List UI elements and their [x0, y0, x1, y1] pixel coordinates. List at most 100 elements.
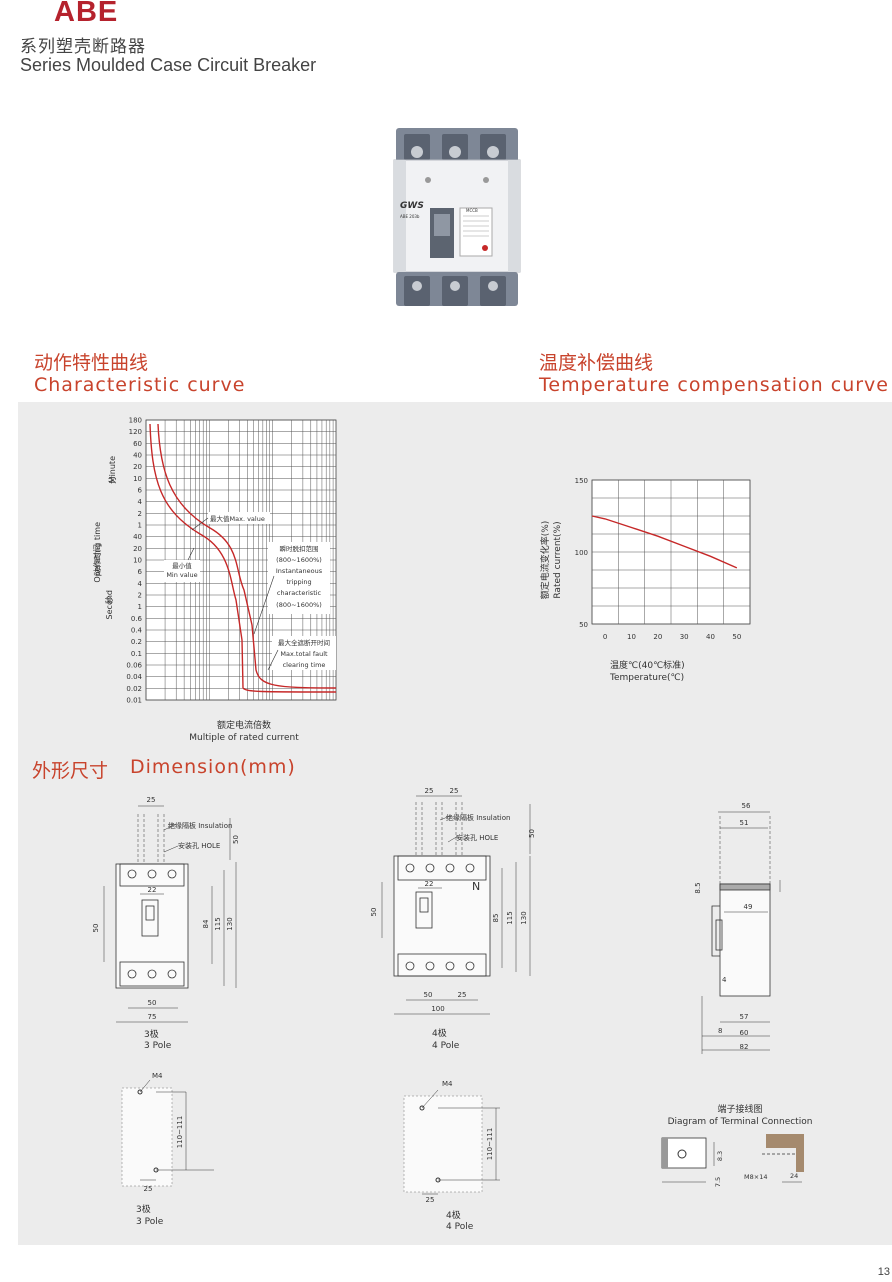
svg-text:4极: 4极 [432, 1027, 447, 1039]
brand-title: ABE [54, 0, 119, 28]
svg-text:60: 60 [740, 1029, 749, 1037]
svg-text:75: 75 [148, 1013, 157, 1021]
temp-x-tick: 0 [603, 633, 607, 641]
char-curve-title-cn: 动作特性曲线 [34, 352, 149, 374]
svg-text:最大全遮断开时间: 最大全遮断开时间 [278, 638, 330, 647]
temp-y-tick: 50 [579, 621, 588, 629]
svg-text:Max.total fault: Max.total fault [280, 650, 328, 658]
temp-x-tick: 50 [732, 633, 741, 641]
svg-text:最大值Max. value: 最大值Max. value [210, 514, 265, 523]
dimension-side-view: 56 51 8.5 49 4 57 8 60 82 [694, 802, 781, 1054]
svg-text:clearing time: clearing time [283, 661, 326, 669]
dimension-title-en: Dimension(mm) [130, 756, 296, 778]
svg-text:安装孔 HOLE: 安装孔 HOLE [456, 833, 498, 842]
char-y-tick: 6 [138, 568, 143, 576]
series-title-en: Series Moulded Case Circuit Breaker [20, 55, 317, 75]
svg-text:130: 130 [226, 917, 234, 930]
product-logo: GWS [400, 201, 424, 211]
svg-text:25: 25 [144, 1185, 153, 1193]
svg-text:动作时间: 动作时间 [92, 544, 102, 576]
temp-curve-title-cn: 温度补偿曲线 [539, 352, 654, 374]
char-y-tick: 10 [133, 557, 142, 565]
char-y-tick: 0.04 [126, 673, 142, 681]
dimension-4pole-front: 25 25 绝缘隔板 Insulation 安装孔 HOLE 50 22 N 5… [370, 787, 536, 1051]
svg-text:50: 50 [92, 924, 100, 933]
temp-x-tick: 20 [653, 633, 662, 641]
terminal-connection-diagram: 端子接线图 Diagram of Terminal Connection 8.3… [661, 1103, 812, 1187]
dimension-title-cn: 外形尺寸 [32, 760, 109, 782]
temp-x-tick: 30 [680, 633, 689, 641]
series-title-cn: 系列塑壳断路器 [20, 37, 146, 57]
char-y-tick: 1 [138, 522, 142, 530]
svg-text:绝缘隔板 Insulation: 绝缘隔板 Insulation [446, 813, 510, 822]
svg-text:100: 100 [431, 1005, 444, 1013]
page-number: 13 [877, 1266, 890, 1278]
product-image: GWS ABE 203b MCCB [393, 128, 521, 306]
char-y-tick: 180 [129, 417, 142, 425]
svg-text:Minute: Minute [108, 456, 117, 483]
svg-text:绝缘隔板 Insulation: 绝缘隔板 Insulation [168, 821, 232, 830]
svg-text:24: 24 [790, 1172, 798, 1180]
svg-text:额定电流变化率(%): 额定电流变化率(%) [539, 521, 551, 600]
svg-text:3 Pole: 3 Pole [136, 1217, 164, 1227]
svg-text:8.5: 8.5 [694, 882, 702, 893]
char-y-tick: 20 [133, 463, 142, 471]
svg-text:分: 分 [108, 476, 117, 484]
temp-x-tick: 10 [627, 633, 636, 641]
svg-text:Operating time: Operating time [93, 522, 102, 583]
svg-text:Temperature(℃): Temperature(℃) [609, 673, 684, 683]
svg-text:25: 25 [425, 787, 434, 795]
svg-text:25: 25 [147, 796, 156, 804]
char-y-tick: 40 [133, 452, 142, 460]
svg-text:22: 22 [425, 880, 434, 888]
max-curve [149, 423, 337, 693]
svg-text:82: 82 [740, 1043, 749, 1051]
char-y-tick: 4 [138, 580, 143, 588]
svg-text:Instantaneous: Instantaneous [276, 567, 323, 575]
char-y-tick: 0.2 [131, 638, 142, 646]
svg-text:25: 25 [450, 787, 459, 795]
svg-text:115: 115 [506, 911, 514, 924]
svg-text:Second: Second [105, 590, 114, 619]
svg-text:7.5: 7.5 [714, 1177, 722, 1187]
svg-text:22: 22 [148, 886, 157, 894]
mounting-4pole: M4 110~111 25 4极 4 Pole [403, 1080, 500, 1232]
svg-text:秒: 秒 [104, 596, 114, 604]
svg-text:M4: M4 [152, 1072, 163, 1080]
svg-text:3 Pole: 3 Pole [144, 1041, 172, 1051]
svg-text:50: 50 [528, 829, 536, 838]
svg-text:56: 56 [742, 802, 751, 810]
svg-text:温度℃(40℃标准): 温度℃(40℃标准) [610, 659, 685, 671]
svg-text:4: 4 [722, 976, 727, 984]
svg-text:4 Pole: 4 Pole [432, 1041, 460, 1051]
svg-text:85: 85 [492, 914, 500, 923]
svg-text:57: 57 [740, 1013, 749, 1021]
svg-text:MCCB: MCCB [466, 208, 478, 213]
char-y-tick: 60 [133, 440, 142, 448]
svg-text:ABE 203b: ABE 203b [400, 214, 420, 219]
svg-text:4极: 4极 [446, 1209, 461, 1221]
char-y-tick: 0.01 [126, 697, 142, 705]
svg-text:51: 51 [740, 819, 749, 827]
min-curve [157, 423, 337, 689]
char-y-tick: 0.4 [131, 627, 143, 635]
char-y-tick: 2 [138, 592, 142, 600]
svg-text:3极: 3极 [136, 1203, 151, 1215]
char-y-tick: 0.06 [126, 662, 142, 670]
svg-text:50: 50 [424, 991, 433, 999]
svg-text:(800~1600%): (800~1600%) [276, 601, 322, 609]
svg-text:M8×14: M8×14 [744, 1173, 767, 1181]
svg-text:Rated current(%): Rated current(%) [553, 521, 563, 598]
svg-text:额定电流倍数: 额定电流倍数 [217, 719, 271, 731]
temp-x-tick: 40 [706, 633, 715, 641]
svg-text:50: 50 [148, 999, 157, 1007]
char-y-tick: 4 [138, 498, 143, 506]
svg-text:瞬时脱扣范围: 瞬时脱扣范围 [280, 544, 319, 553]
svg-text:Min value: Min value [166, 571, 197, 579]
svg-text:8: 8 [718, 1027, 722, 1035]
char-y-tick: 0.6 [131, 615, 143, 623]
dimension-3pole-front: 25 绝缘隔板 Insulation 安装孔 HOLE 50 22 50 84 … [92, 796, 240, 1051]
svg-text:characteristic: characteristic [277, 589, 322, 597]
char-y-tick: 2 [138, 510, 142, 518]
